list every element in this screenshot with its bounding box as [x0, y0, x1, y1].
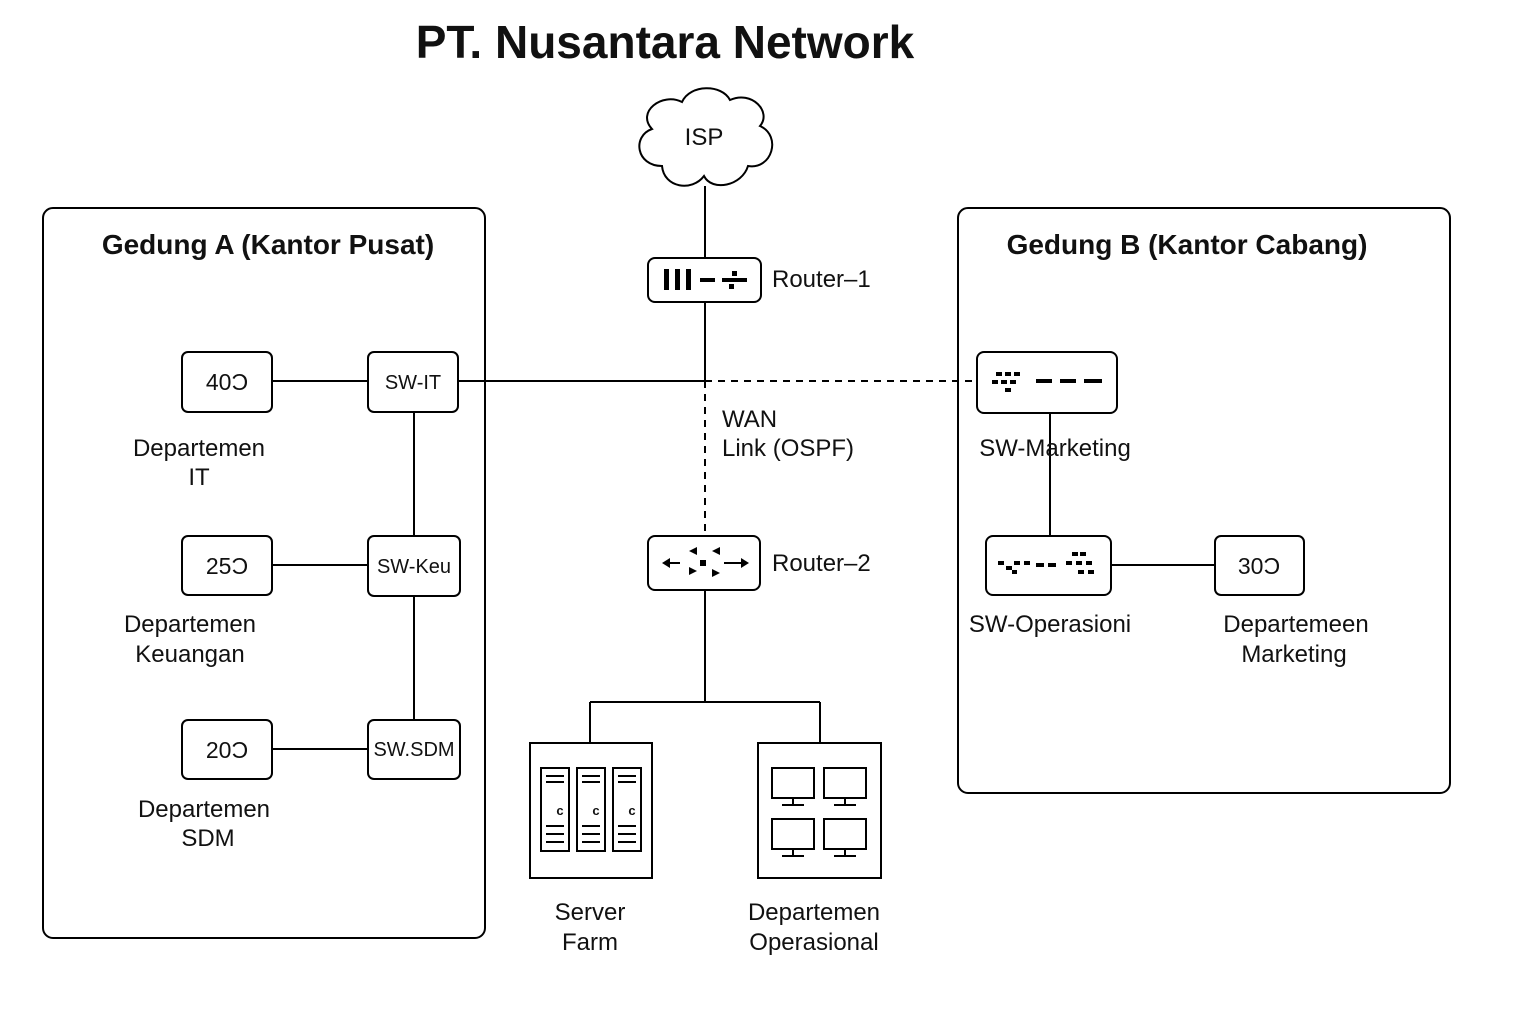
- dept-operasional[interactable]: [757, 742, 882, 879]
- diagram-title: PT. Nusantara Network: [416, 16, 915, 68]
- isp-label: ISP: [685, 124, 724, 151]
- switch-sw-marketing-label: SW-Marketing: [979, 435, 1131, 462]
- region-gedung-b-title: Gedung B (Kantor Cabang): [1007, 229, 1368, 260]
- switch-sw-it[interactable]: SW-IT: [367, 351, 459, 413]
- dept-sdm-label-line2: SDM: [181, 825, 234, 852]
- dept-keuangan-label-line1: Departemen: [124, 611, 256, 638]
- server-farm-label-line2: Farm: [562, 929, 618, 956]
- server-rack-glyph: c: [556, 803, 563, 818]
- dept-keuangan-count: 25Ͻ: [206, 553, 248, 579]
- switch-sw-it-label: SW-IT: [385, 372, 441, 394]
- dept-marketing-hosts[interactable]: 30Ͻ: [1214, 535, 1305, 596]
- dept-operasional-label-line2: Operasional: [749, 929, 878, 956]
- switch-ports-icon: [998, 552, 1094, 574]
- dept-sdm-hosts[interactable]: 20Ͻ: [181, 719, 273, 780]
- switch-sw-operasional[interactable]: [985, 535, 1112, 596]
- isp-cloud-icon: [638, 87, 774, 187]
- region-gedung-a-title: Gedung A (Kantor Pusat): [102, 229, 434, 260]
- region-gedung-b: [957, 207, 1451, 794]
- router-1[interactable]: [647, 257, 762, 303]
- dept-keuangan-hosts[interactable]: 25Ͻ: [181, 535, 273, 596]
- router-1-label: Router–1: [772, 266, 871, 293]
- server-rack-icon: c: [576, 767, 606, 852]
- server-farm[interactable]: c c c: [529, 742, 653, 879]
- dept-keuangan-label-line2: Keuangan: [135, 641, 244, 668]
- monitor-icon: [823, 767, 867, 806]
- dept-it-label-line1: Departemen: [133, 435, 265, 462]
- switch-sw-marketing[interactable]: [976, 351, 1118, 414]
- server-rack-icon: c: [540, 767, 570, 852]
- router-2[interactable]: [647, 535, 761, 591]
- dept-marketing-label-line1: Departemeen: [1223, 611, 1368, 638]
- server-rack-icon: c: [612, 767, 642, 852]
- router-2-label: Router–2: [772, 550, 871, 577]
- dept-sdm-count: 20Ͻ: [206, 737, 248, 763]
- dept-it-hosts[interactable]: 40Ͻ: [181, 351, 273, 413]
- dept-it-count: 40Ͻ: [206, 369, 248, 395]
- connections: [272, 186, 1215, 750]
- switch-sw-sdm-label: SW.SDM: [373, 739, 454, 761]
- dept-marketing-label-line2: Marketing: [1241, 641, 1346, 668]
- server-rack-glyph: c: [628, 803, 635, 818]
- dept-sdm-label-line1: Departemen: [138, 796, 270, 823]
- dept-marketing-count: 30Ͻ: [1238, 553, 1280, 579]
- server-rack-glyph: c: [592, 803, 599, 818]
- switch-sw-sdm[interactable]: SW.SDM: [367, 719, 461, 780]
- wan-link-label-line1: WAN: [722, 406, 777, 433]
- switch-sw-operasional-label: SW-Operasioni: [969, 611, 1131, 638]
- dept-it-label-line2: IT: [188, 464, 210, 491]
- router-2-arrows-icon: [662, 547, 749, 577]
- wan-link-label-line2: Link (OSPF): [722, 435, 854, 462]
- monitor-icon: [771, 767, 815, 806]
- dept-operasional-label-line1: Departemen: [748, 899, 880, 926]
- monitor-icon: [771, 818, 815, 857]
- router-1-ports-icon: [664, 269, 747, 290]
- monitor-icon: [823, 818, 867, 857]
- switch-ports-icon: [992, 372, 1102, 392]
- switch-sw-keu[interactable]: SW-Keu: [367, 535, 461, 597]
- server-farm-label-line1: Server: [555, 899, 626, 926]
- switch-sw-keu-label: SW-Keu: [377, 556, 451, 578]
